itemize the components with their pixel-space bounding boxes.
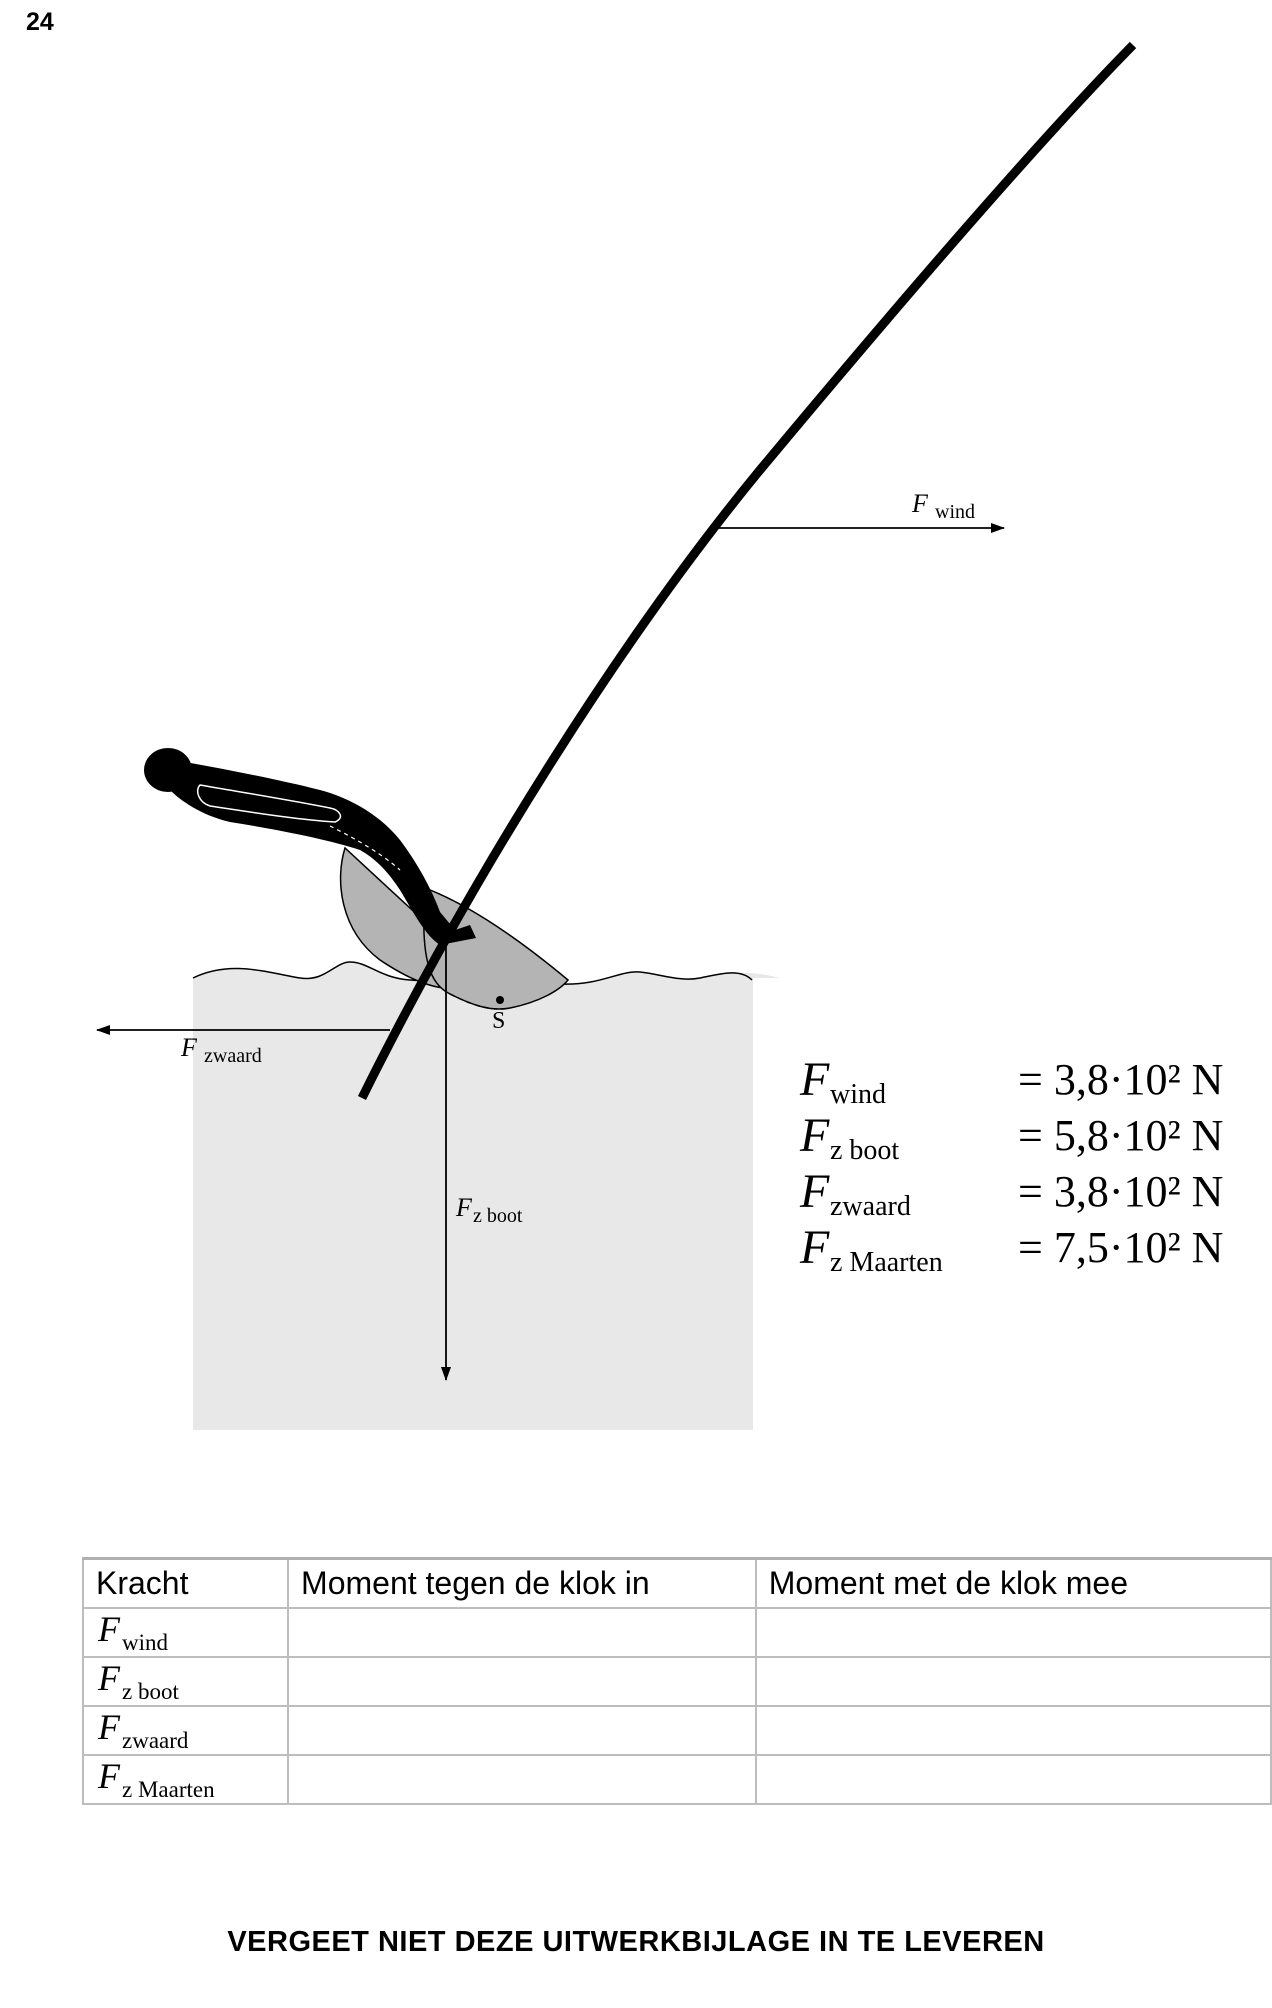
table-row: F zwaard (81, 1705, 1272, 1756)
force-subscript: z Maarten (830, 1247, 943, 1278)
force-value-row: F wind = 3,8·10² N (800, 1052, 1250, 1110)
force-symbol: F (98, 1658, 120, 1698)
moment-tegen-cell[interactable] (287, 1754, 757, 1805)
force-subscript: wind (830, 1079, 886, 1110)
force-symbol: F (800, 1221, 830, 1274)
label-f-z-boot: F (455, 1193, 473, 1222)
force-symbol: F (98, 1707, 120, 1747)
force-symbol: F (800, 1109, 830, 1162)
force-value: = 7,5·10² N (1018, 1223, 1224, 1272)
header-moment-mee: Moment met de klok mee (754, 1557, 1272, 1609)
mast (357, 41, 1137, 1100)
page-number: 24 (26, 8, 54, 36)
water-area (193, 961, 780, 1430)
table-row: F wind (81, 1607, 1272, 1658)
moment-mee-cell[interactable] (754, 1656, 1272, 1707)
force-value: = 3,8·10² N (1018, 1167, 1224, 1216)
header-moment-tegen: Moment tegen de klok in (287, 1557, 757, 1609)
windsurf-diagram: S F wind F zwaard F z boot (96, 41, 1137, 1430)
label-f-wind-sub: wind (935, 501, 975, 523)
moment-tegen-cell[interactable] (287, 1656, 757, 1707)
table-row: F z boot (81, 1656, 1272, 1707)
table-header-row: Kracht Moment tegen de klok in Moment me… (81, 1557, 1272, 1609)
force-subscript: wind (122, 1630, 168, 1655)
force-symbol: F (800, 1053, 830, 1106)
force-symbol: F (98, 1609, 120, 1649)
force-subscript: z boot (830, 1135, 900, 1166)
moment-tegen-cell[interactable] (287, 1705, 757, 1756)
force-value: = 3,8·10² N (1018, 1055, 1224, 1104)
person-maarten (144, 748, 476, 945)
force-symbol: F (800, 1165, 830, 1218)
force-cell: F z Maarten (81, 1754, 290, 1805)
header-kracht: Kracht (81, 1557, 290, 1609)
force-cell: F wind (81, 1607, 290, 1658)
label-f-zwaard-sub: zwaard (204, 1045, 262, 1067)
force-value-row: F zwaard = 3,8·10² N (800, 1164, 1250, 1222)
footer-reminder: VERGEET NIET DEZE UITWERKBIJLAGE IN TE L… (227, 1926, 1045, 1958)
force-value: = 5,8·10² N (1018, 1111, 1224, 1160)
label-f-z-boot-sub: z boot (473, 1205, 523, 1227)
moment-tegen-cell[interactable] (287, 1607, 757, 1658)
force-value-row: F z Maarten = 7,5·10² N (800, 1220, 1250, 1278)
force-subscript: z boot (122, 1679, 179, 1704)
table-row: F z Maarten (81, 1754, 1272, 1805)
force-symbol: F (98, 1756, 120, 1796)
label-f-zwaard: F (180, 1033, 198, 1062)
moment-mee-cell[interactable] (754, 1705, 1272, 1756)
moment-mee-cell[interactable] (754, 1607, 1272, 1658)
label-f-wind: F (911, 489, 929, 518)
point-s-label: S (492, 1008, 505, 1034)
force-subscript: zwaard (830, 1191, 911, 1222)
force-subscript: zwaard (122, 1728, 189, 1753)
force-cell: F zwaard (81, 1705, 290, 1756)
moments-table: Kracht Moment tegen de klok in Moment me… (81, 1557, 1272, 1805)
moment-mee-cell[interactable] (754, 1754, 1272, 1805)
force-values: F wind = 3,8·10² N F z boot = 5,8·10² N … (800, 1052, 1250, 1278)
force-subscript: z Maarten (122, 1777, 215, 1802)
point-s-dot (496, 996, 504, 1004)
hull-dashed-outline (449, 993, 511, 1010)
force-value-row: F z boot = 5,8·10² N (800, 1108, 1250, 1166)
force-cell: F z boot (81, 1656, 290, 1707)
